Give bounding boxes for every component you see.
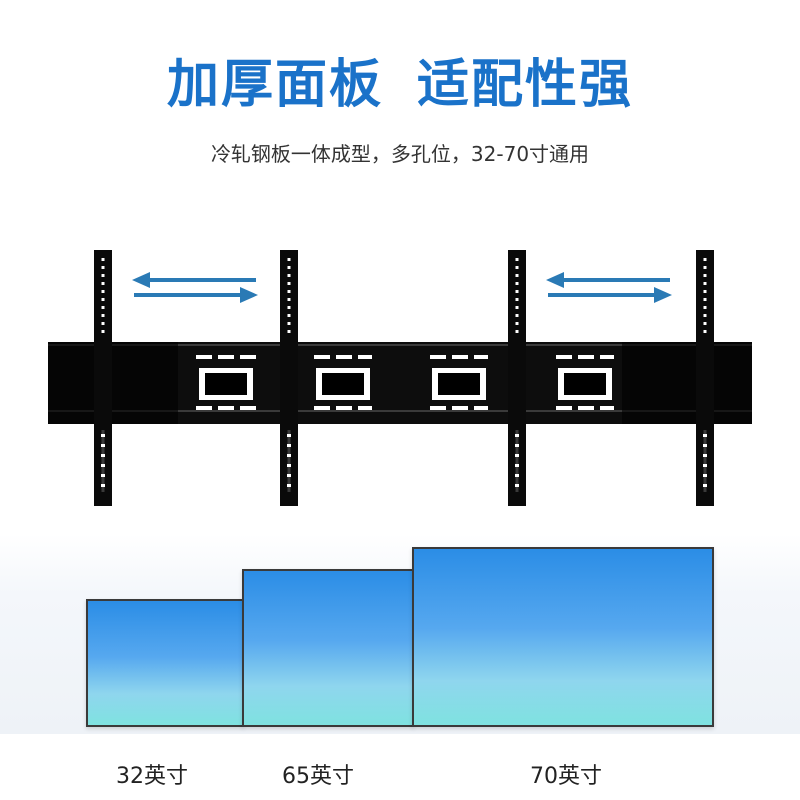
screen-32-inch <box>86 599 244 727</box>
vesa-hole-group-2 <box>314 355 372 410</box>
size-label-70: 70英寸 <box>530 764 602 789</box>
vertical-upright-2 <box>280 250 298 506</box>
vertical-upright-3 <box>508 250 526 506</box>
headline: 加厚面板适配性强 <box>0 42 800 117</box>
vesa-hole-group-1 <box>196 355 256 410</box>
subheadline: 冷轧钢板一体成型，多孔位，32-70寸通用 <box>210 142 590 166</box>
size-label-32: 32英寸 <box>116 764 188 789</box>
screen-65-inch <box>242 569 414 727</box>
double-arrow-icon <box>132 272 258 303</box>
size-label-65: 65英寸 <box>282 764 354 789</box>
headline-part2: 适配性强 <box>417 55 634 115</box>
screen-70-inch <box>412 547 714 727</box>
vesa-hole-group-3 <box>430 355 488 410</box>
wall-mount-bracket <box>48 250 752 506</box>
headline-part1: 加厚面板 <box>166 55 383 115</box>
vesa-hole-group-4 <box>556 355 614 410</box>
horizontal-rail <box>48 342 752 424</box>
vertical-uprights <box>94 250 714 506</box>
double-arrow-icon <box>546 272 672 303</box>
vertical-upright-1 <box>94 250 112 506</box>
vertical-upright-4 <box>696 250 714 506</box>
